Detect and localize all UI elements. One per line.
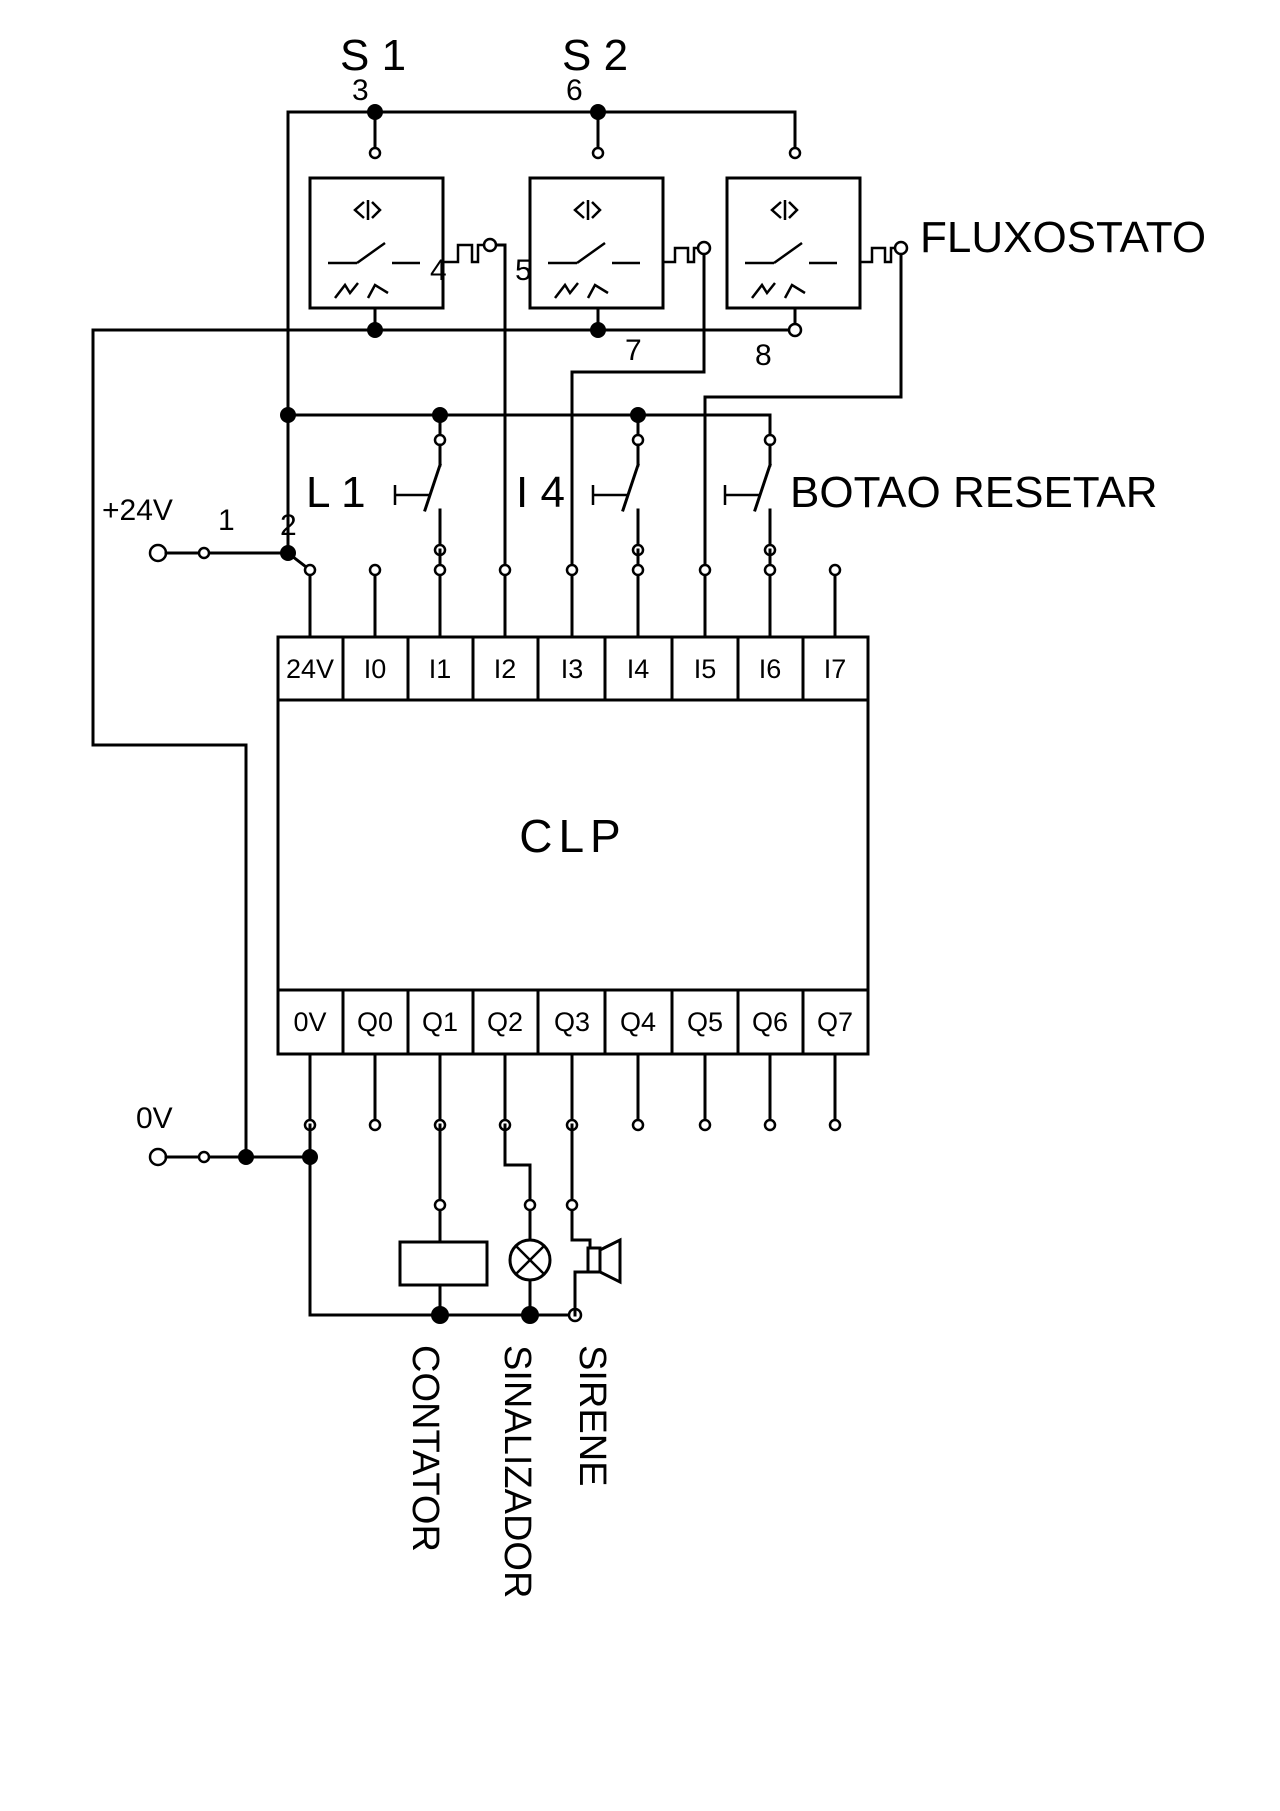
input-pin-i7: I7 xyxy=(824,654,847,684)
label-plus-24v: +24V xyxy=(102,494,173,527)
wire-number-6: 6 xyxy=(566,74,583,107)
input-pin-i3: I3 xyxy=(561,654,584,684)
output-pin-q1: Q1 xyxy=(422,1007,458,1037)
switch-botao-resetar xyxy=(723,443,777,557)
output-pin-q3: Q3 xyxy=(554,1007,590,1037)
sensor-return-line xyxy=(91,306,803,1159)
label-botao-resetar: BOTAO RESETAR xyxy=(790,468,1158,517)
output-pin-dividers xyxy=(341,988,805,1056)
label-0v: 0V xyxy=(136,1102,173,1135)
input-pin-i1: I1 xyxy=(429,654,452,684)
label-fluxostato: FLUXOSTATO xyxy=(920,213,1206,262)
input-pin-dividers xyxy=(341,635,805,702)
wire-number-3: 3 xyxy=(352,74,369,107)
sensor-output-wires xyxy=(443,237,909,572)
sensor-s2 xyxy=(528,146,665,310)
supply-24v-bus xyxy=(280,407,777,447)
label-contator: CONTATOR xyxy=(404,1345,446,1552)
output-pin-q6: Q6 xyxy=(752,1007,788,1037)
wire-number-1: 1 xyxy=(218,504,235,537)
output-pin-q7: Q7 xyxy=(817,1007,853,1037)
output-stub-wires xyxy=(303,1052,842,1132)
label-sinalizador: SINALIZADOR xyxy=(496,1345,538,1598)
label-s1: S 1 xyxy=(340,31,406,80)
label-sirene: SIRENE xyxy=(571,1345,613,1486)
input-pin-i4: I4 xyxy=(627,654,650,684)
supply-0v-bus xyxy=(148,1123,583,1324)
clp-block: 24V I0 I1 I2 I3 I4 I5 I6 I7 CLP 0V Q0 Q1… xyxy=(276,635,870,1056)
wire-number-5: 5 xyxy=(515,254,532,287)
input-pin-i2: I2 xyxy=(494,654,517,684)
output-pin-0v: 0V xyxy=(293,1007,326,1037)
clp-label: CLP xyxy=(519,810,626,862)
sensor-s1 xyxy=(308,146,445,310)
switch-l1 xyxy=(393,443,447,557)
load-contator xyxy=(398,1123,489,1317)
wire-number-8: 8 xyxy=(755,339,772,372)
sensor-fluxostato xyxy=(725,146,862,310)
input-stub-wires xyxy=(303,548,842,639)
output-pin-q4: Q4 xyxy=(620,1007,656,1037)
switch-i4 xyxy=(591,443,645,557)
load-sinalizador xyxy=(503,1123,552,1317)
label-s2: S 2 xyxy=(562,31,628,80)
sensor-supply-bus xyxy=(286,104,797,417)
output-pin-q2: Q2 xyxy=(487,1007,523,1037)
output-pin-q5: Q5 xyxy=(687,1007,723,1037)
input-pin-i6: I6 xyxy=(759,654,782,684)
input-pin-i0: I0 xyxy=(364,654,387,684)
wire-number-2: 2 xyxy=(280,509,297,542)
label-i4: I 4 xyxy=(516,468,565,517)
wire-number-4: 4 xyxy=(430,254,447,287)
wire-number-7: 7 xyxy=(625,334,642,367)
label-l1: L 1 xyxy=(306,468,366,517)
input-pin-24v: 24V xyxy=(286,654,334,684)
input-pin-i5: I5 xyxy=(694,654,717,684)
load-sirene xyxy=(565,1123,622,1317)
output-pin-q0: Q0 xyxy=(357,1007,393,1037)
